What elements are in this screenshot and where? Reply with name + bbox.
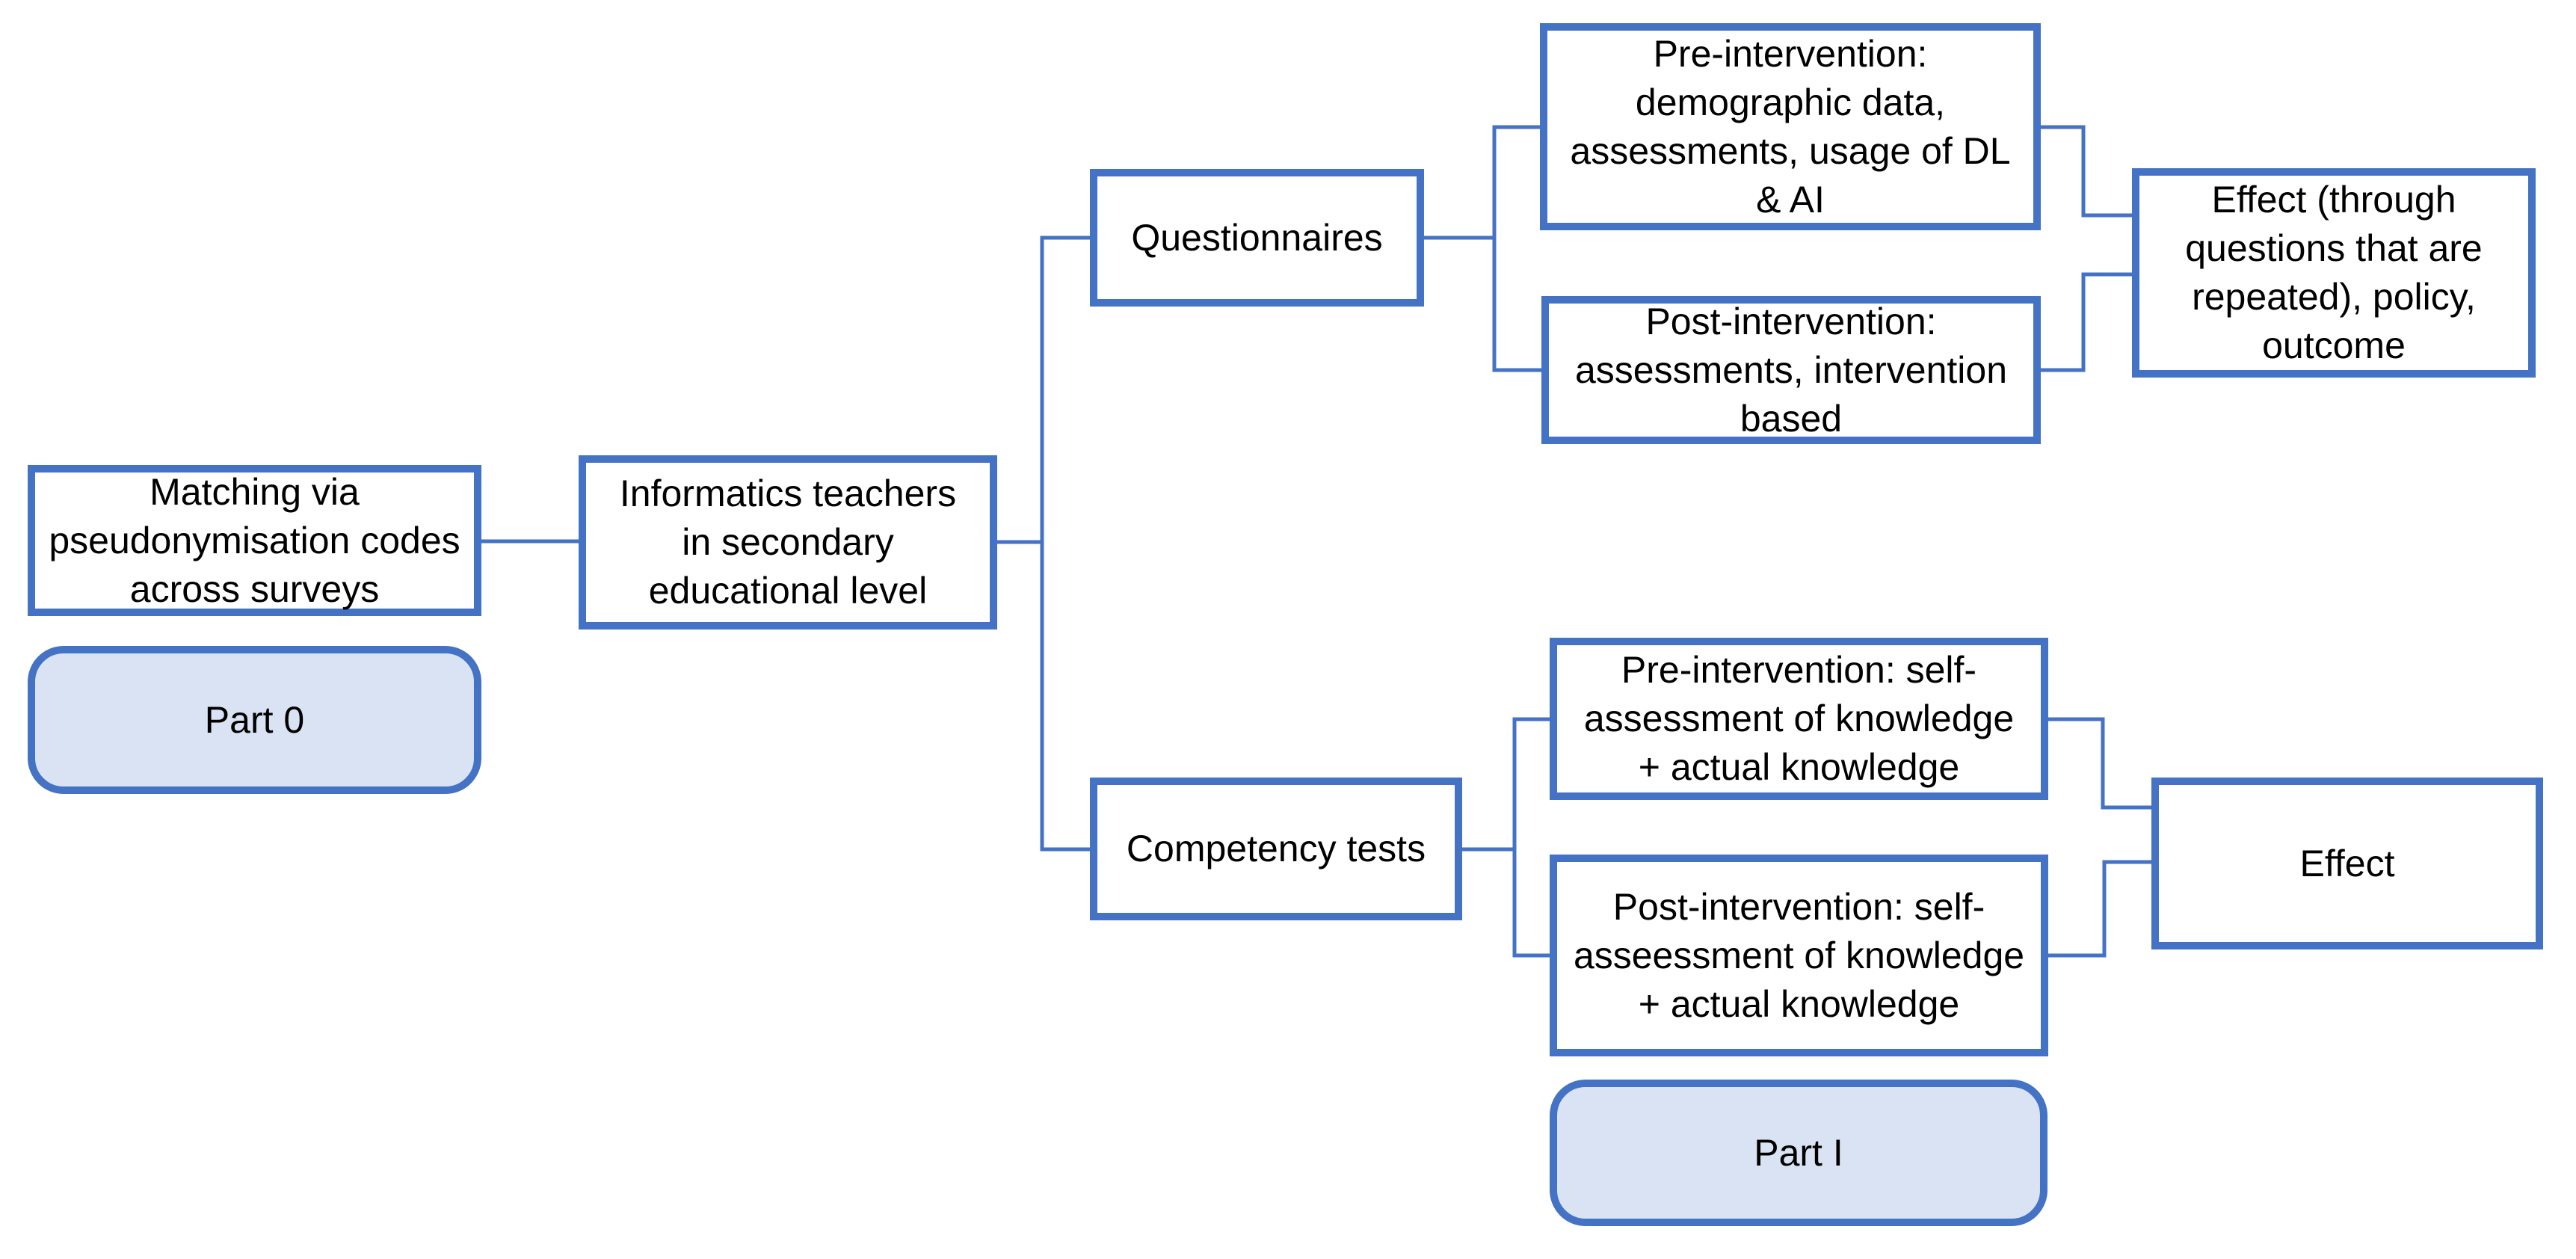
node-part1-label: Part I [1754, 1131, 1843, 1174]
node-effect-questionnaire-label: Effect (through questions that are repea… [2185, 179, 2483, 366]
node-informatics: Informatics teachers in secondary educat… [579, 455, 997, 630]
node-part1: Part I [1550, 1080, 2047, 1226]
node-post-questionnaire: Post-intervention: assessments, interven… [1541, 296, 2041, 444]
edge-prequestionnaire-effect [2041, 125, 2132, 218]
node-pre-questionnaire-label: Pre-intervention: demographic data, asse… [1570, 32, 2011, 221]
node-post-questionnaire-label: Post-intervention: assessments, interven… [1574, 300, 2008, 440]
node-part0: Part 0 [28, 646, 481, 794]
node-competency: Competency tests [1090, 778, 1462, 920]
node-post-competency-label: Post-intervention: self- asseessment of … [1573, 885, 2025, 1025]
node-informatics-label: Informatics teachers in secondary educat… [619, 472, 957, 612]
edge-informatics-bracket [1040, 236, 1090, 852]
node-pre-competency: Pre-intervention: self- assessment of kn… [1550, 638, 2048, 800]
node-part0-label: Part 0 [204, 698, 305, 741]
node-effect-competency: Effect [2151, 778, 2543, 949]
node-competency-label: Competency tests [1126, 828, 1426, 869]
edge-questionnaires-bracket [1492, 125, 1541, 372]
node-pre-questionnaire: Pre-intervention: demographic data, asse… [1540, 23, 2041, 230]
edge-postquestionnaire-effect [2041, 272, 2132, 372]
node-pre-competency-label: Pre-intervention: self- assessment of kn… [1583, 649, 2015, 788]
edge-precompetency-effect [2048, 717, 2151, 810]
node-matching: Matching via pseudonymisation codes acro… [28, 465, 481, 616]
edge-competency-bracket [1512, 717, 1550, 958]
edge-postcompetency-effect [2048, 860, 2151, 958]
node-effect-competency-label: Effect [2299, 842, 2395, 884]
node-effect-questionnaire: Effect (through questions that are repea… [2132, 168, 2536, 378]
node-questionnaires: Questionnaires [1090, 169, 1424, 307]
node-questionnaires-label: Questionnaires [1131, 216, 1383, 259]
node-post-competency: Post-intervention: self- asseessment of … [1550, 855, 2048, 1056]
node-matching-label: Matching via pseudonymisation codes acro… [49, 470, 460, 610]
